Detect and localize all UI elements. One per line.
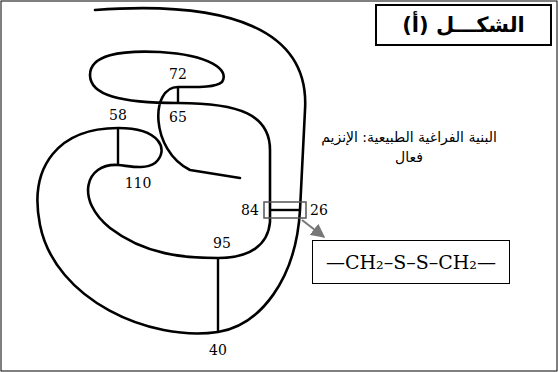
highlight-rectangle — [264, 202, 306, 218]
callout-number: 84 — [241, 203, 259, 217]
callout-number: 40 — [209, 343, 227, 357]
callout-number: 110 — [125, 176, 152, 190]
chemical-formula: —CH₂–S–S–CH₂— — [326, 251, 496, 273]
structure-note: البنية الفراغية الطبيعية: الإنزيم فعال — [318, 128, 500, 167]
figure-title: الشكـــل (أ) — [402, 13, 525, 37]
pointer-arrow — [302, 220, 324, 237]
callout-number: 58 — [109, 108, 127, 122]
protein-chain — [37, 8, 305, 333]
title-box: الشكـــل (أ) — [375, 4, 552, 46]
disulfide-bridge — [117, 128, 119, 165]
disulfide-bridge — [177, 87, 179, 103]
callout-number: 65 — [169, 110, 187, 124]
formula-box: —CH₂–S–S–CH₂— — [312, 240, 510, 284]
callout-number: 95 — [213, 236, 231, 250]
callout-number: 72 — [169, 67, 187, 81]
disulfide-bridge — [217, 258, 219, 332]
disulfide-bridge — [270, 209, 300, 211]
callout-number: 26 — [310, 203, 328, 217]
